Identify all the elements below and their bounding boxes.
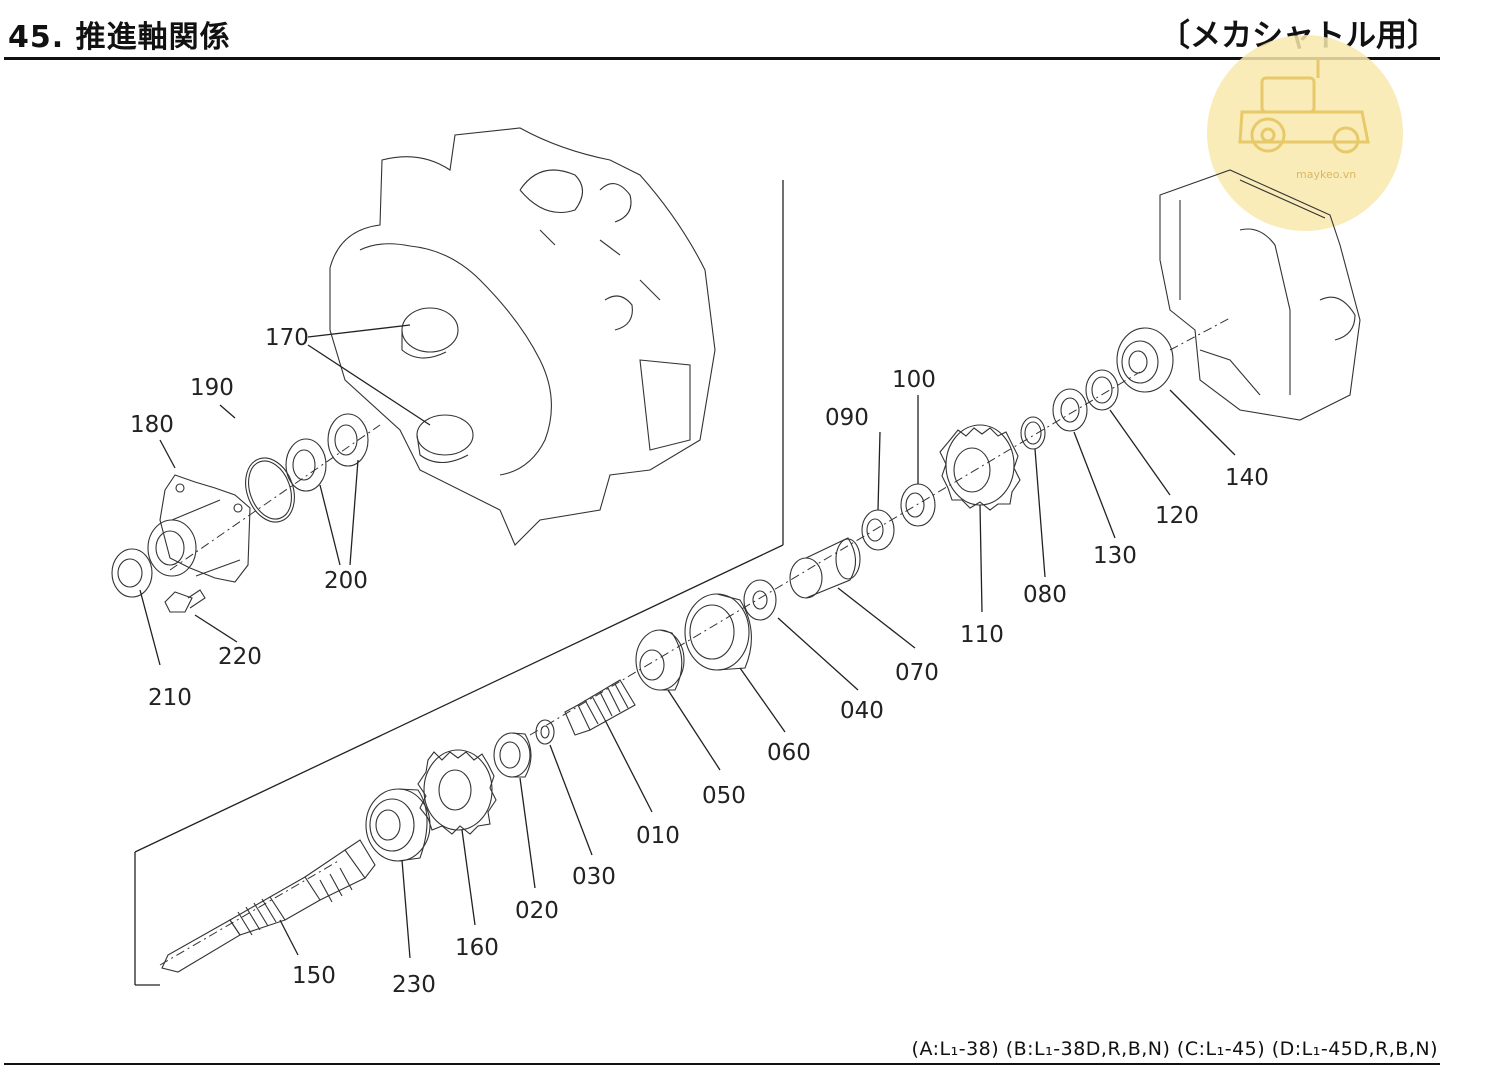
part-140-bearing: [1116, 327, 1174, 393]
label-160: 160: [455, 935, 499, 961]
label-230: 230: [392, 972, 436, 998]
label-150: 150: [292, 963, 336, 989]
part-120-shim: [1085, 369, 1119, 411]
transmission-housing: [329, 127, 716, 546]
leader-lines: [139, 324, 1236, 959]
watermark: maykeo.vn: [1207, 35, 1403, 231]
axis-line-upper: [169, 424, 381, 571]
label-120: 120: [1155, 503, 1199, 529]
label-140: 140: [1225, 465, 1269, 491]
label-060: 060: [767, 740, 811, 766]
model-applicability-footer: (A:L₁-38) (B:L₁-38D,R,B,N) (C:L₁-45) (D:…: [911, 1038, 1438, 1060]
part-150-shaft: [161, 839, 376, 973]
part-060-shifter-sleeve: [684, 593, 752, 671]
page-title: 45. 推進軸関係: [8, 20, 231, 55]
part-100-needle-bearing: [900, 483, 936, 527]
label-200: 200: [324, 568, 368, 594]
axis-line-rear: [1169, 317, 1231, 351]
part-090-needle-bearing: [861, 509, 895, 551]
label-180: 180: [130, 412, 174, 438]
label-030: 030: [572, 864, 616, 890]
part-labels: 170 190 180 200 220 210 150 230 160 020 …: [130, 325, 1269, 998]
label-110: 110: [960, 622, 1004, 648]
part-050-hub: [635, 629, 685, 691]
part-070-collar: [789, 537, 861, 599]
label-130: 130: [1093, 543, 1137, 569]
part-210-oil-seal: [111, 548, 153, 598]
part-010-splined-shaft: [564, 679, 636, 736]
axis-line-main: [529, 371, 1141, 736]
part-040-washer: [743, 579, 777, 621]
watermark-text: maykeo.vn: [1296, 168, 1356, 181]
label-070: 070: [895, 660, 939, 686]
label-020: 020: [515, 898, 559, 924]
part-030-washer: [535, 719, 555, 745]
part-230-bearing: [365, 788, 431, 862]
label-050: 050: [702, 783, 746, 809]
assembly-frame: [134, 180, 784, 986]
footer-rule: [4, 1063, 1440, 1065]
label-210: 210: [148, 685, 192, 711]
axis-line: [159, 859, 341, 966]
label-220: 220: [218, 644, 262, 670]
part-110-gear: [939, 424, 1021, 511]
part-200-bearings: [285, 413, 369, 492]
label-170: 170: [265, 325, 309, 351]
label-100: 100: [892, 367, 936, 393]
part-190-o-ring: [245, 457, 295, 523]
tractor-icon: [1238, 60, 1370, 154]
part-220-bolt: [164, 589, 206, 613]
part-080-snap-ring: [1020, 416, 1046, 450]
rear-cover-housing: [1159, 169, 1361, 421]
part-160-gear: [417, 749, 497, 835]
part-130-thrust-washer: [1052, 388, 1088, 432]
label-190: 190: [190, 375, 234, 401]
part-020-bearing: [493, 732, 532, 778]
label-040: 040: [840, 698, 884, 724]
part-180-bearing-housing: [147, 474, 251, 583]
label-080: 080: [1023, 582, 1067, 608]
label-010: 010: [636, 823, 680, 849]
label-090: 090: [825, 405, 869, 431]
header-rule: [4, 57, 1440, 60]
